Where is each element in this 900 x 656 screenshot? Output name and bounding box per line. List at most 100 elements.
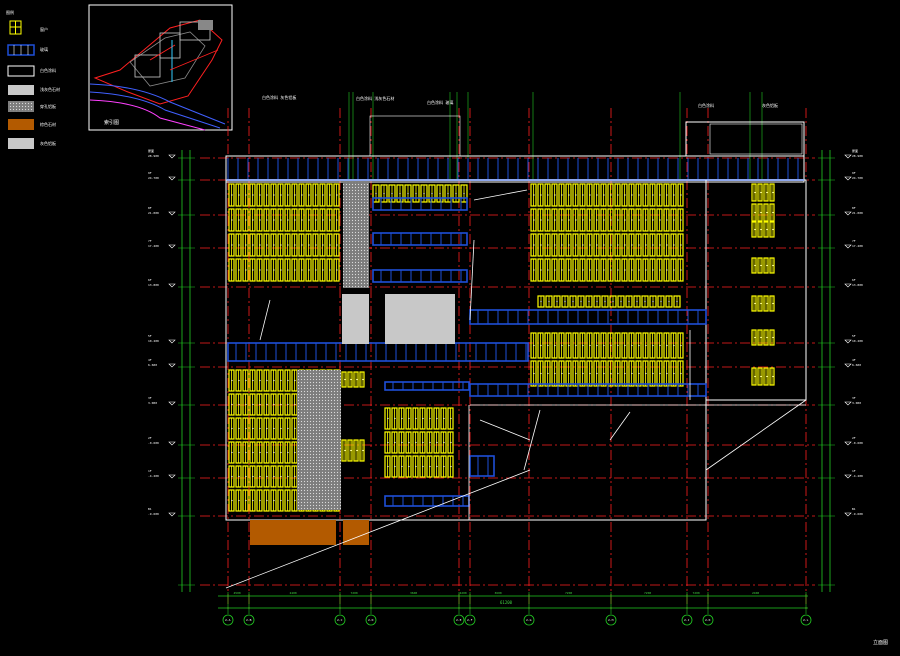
window-handle xyxy=(589,344,591,347)
window-handle xyxy=(568,344,570,347)
window-handle xyxy=(547,194,549,196)
window-handle xyxy=(589,269,591,271)
window-handle xyxy=(589,372,591,375)
level-marker xyxy=(844,176,852,181)
window-handle xyxy=(336,244,338,246)
window-handle xyxy=(259,219,261,221)
level-marker xyxy=(168,441,176,446)
axis-tag: 2-G xyxy=(526,618,532,622)
window-handle xyxy=(603,344,605,347)
window-handle xyxy=(408,417,410,420)
window-handle xyxy=(652,244,654,246)
level-marker xyxy=(844,244,852,249)
window-handle xyxy=(431,192,433,195)
level-elevation: 21.000 xyxy=(148,211,159,215)
level-elevation: 24.700 xyxy=(852,176,863,180)
window-handle xyxy=(554,269,556,271)
window-handle xyxy=(533,219,535,221)
window-handle xyxy=(596,219,598,221)
window-handle xyxy=(280,194,282,196)
window-handle xyxy=(231,194,233,196)
ramp-line xyxy=(705,399,807,471)
window-handle xyxy=(231,427,233,430)
window-handle xyxy=(772,375,774,378)
window-handle xyxy=(273,403,275,406)
window-handle xyxy=(588,300,590,303)
window-handle xyxy=(673,269,675,271)
dimension-text: 3600 xyxy=(494,591,502,595)
window-handle xyxy=(659,344,661,347)
window-handle xyxy=(533,194,535,196)
window-handle xyxy=(772,302,774,305)
window-handle xyxy=(362,378,364,381)
axis-tag: 2-D xyxy=(368,618,374,622)
level-marker xyxy=(168,363,176,368)
level-marker xyxy=(168,474,176,479)
window-handle xyxy=(631,219,633,221)
level-name: 7F xyxy=(148,239,152,243)
window-handle xyxy=(673,194,675,196)
window-handle xyxy=(673,372,675,375)
window-handle xyxy=(645,269,647,271)
window-handle xyxy=(754,264,756,267)
glass-band xyxy=(227,342,529,362)
level-marker xyxy=(168,211,176,216)
window-handle xyxy=(301,244,303,246)
window-handle xyxy=(245,451,247,454)
window-handle xyxy=(280,403,282,406)
window-handle xyxy=(273,427,275,430)
window-handle xyxy=(652,194,654,196)
level-elevation: -9.600 xyxy=(852,512,863,516)
axis-tag: 2-A xyxy=(225,618,231,622)
window-handle xyxy=(547,372,549,375)
window-handle xyxy=(645,344,647,347)
level-name: 5F xyxy=(852,334,856,338)
level-elevation: 13.800 xyxy=(148,283,159,287)
window-handle xyxy=(375,192,377,195)
axis-bubble xyxy=(702,614,714,626)
window-handle xyxy=(273,499,275,502)
window-handle xyxy=(533,269,535,271)
axis-bubble xyxy=(464,614,476,626)
window-handle xyxy=(450,441,452,444)
roof-band xyxy=(225,155,805,183)
window-handle xyxy=(673,219,675,221)
level-name: B1 xyxy=(852,507,856,511)
level-marker xyxy=(844,339,852,344)
window-handle xyxy=(294,244,296,246)
window-handle xyxy=(329,244,331,246)
window-handle xyxy=(356,378,358,381)
window-handle xyxy=(603,269,605,271)
gray-panel xyxy=(385,294,455,344)
window-handle xyxy=(644,300,646,303)
window-handle xyxy=(273,269,275,271)
level-name: 屋面 xyxy=(148,149,155,153)
window-handle xyxy=(680,244,682,246)
window-handle xyxy=(612,300,614,303)
dimension-text: 2400 xyxy=(752,591,760,595)
window-handle xyxy=(754,191,756,194)
window-handle xyxy=(287,379,289,382)
window-handle xyxy=(631,194,633,196)
window-handle xyxy=(659,194,661,196)
window-handle xyxy=(294,403,296,406)
legend-label-white: 白色涂料 xyxy=(40,68,56,73)
window-handle xyxy=(252,475,254,478)
window-handle xyxy=(315,194,317,196)
window-handle xyxy=(540,372,542,375)
window-block xyxy=(751,221,775,238)
window-block xyxy=(384,407,454,478)
axis-bubble xyxy=(365,614,377,626)
legend-label-window: 窗户 xyxy=(40,27,48,32)
window-handle xyxy=(636,300,638,303)
window-handle xyxy=(680,372,682,375)
window-handle xyxy=(436,441,438,444)
window-handle xyxy=(273,451,275,454)
window-handle xyxy=(561,372,563,375)
window-handle xyxy=(383,192,385,195)
window-handle xyxy=(422,465,424,468)
window-handle xyxy=(266,194,268,196)
window-handle xyxy=(308,269,310,271)
window-handle xyxy=(547,344,549,347)
